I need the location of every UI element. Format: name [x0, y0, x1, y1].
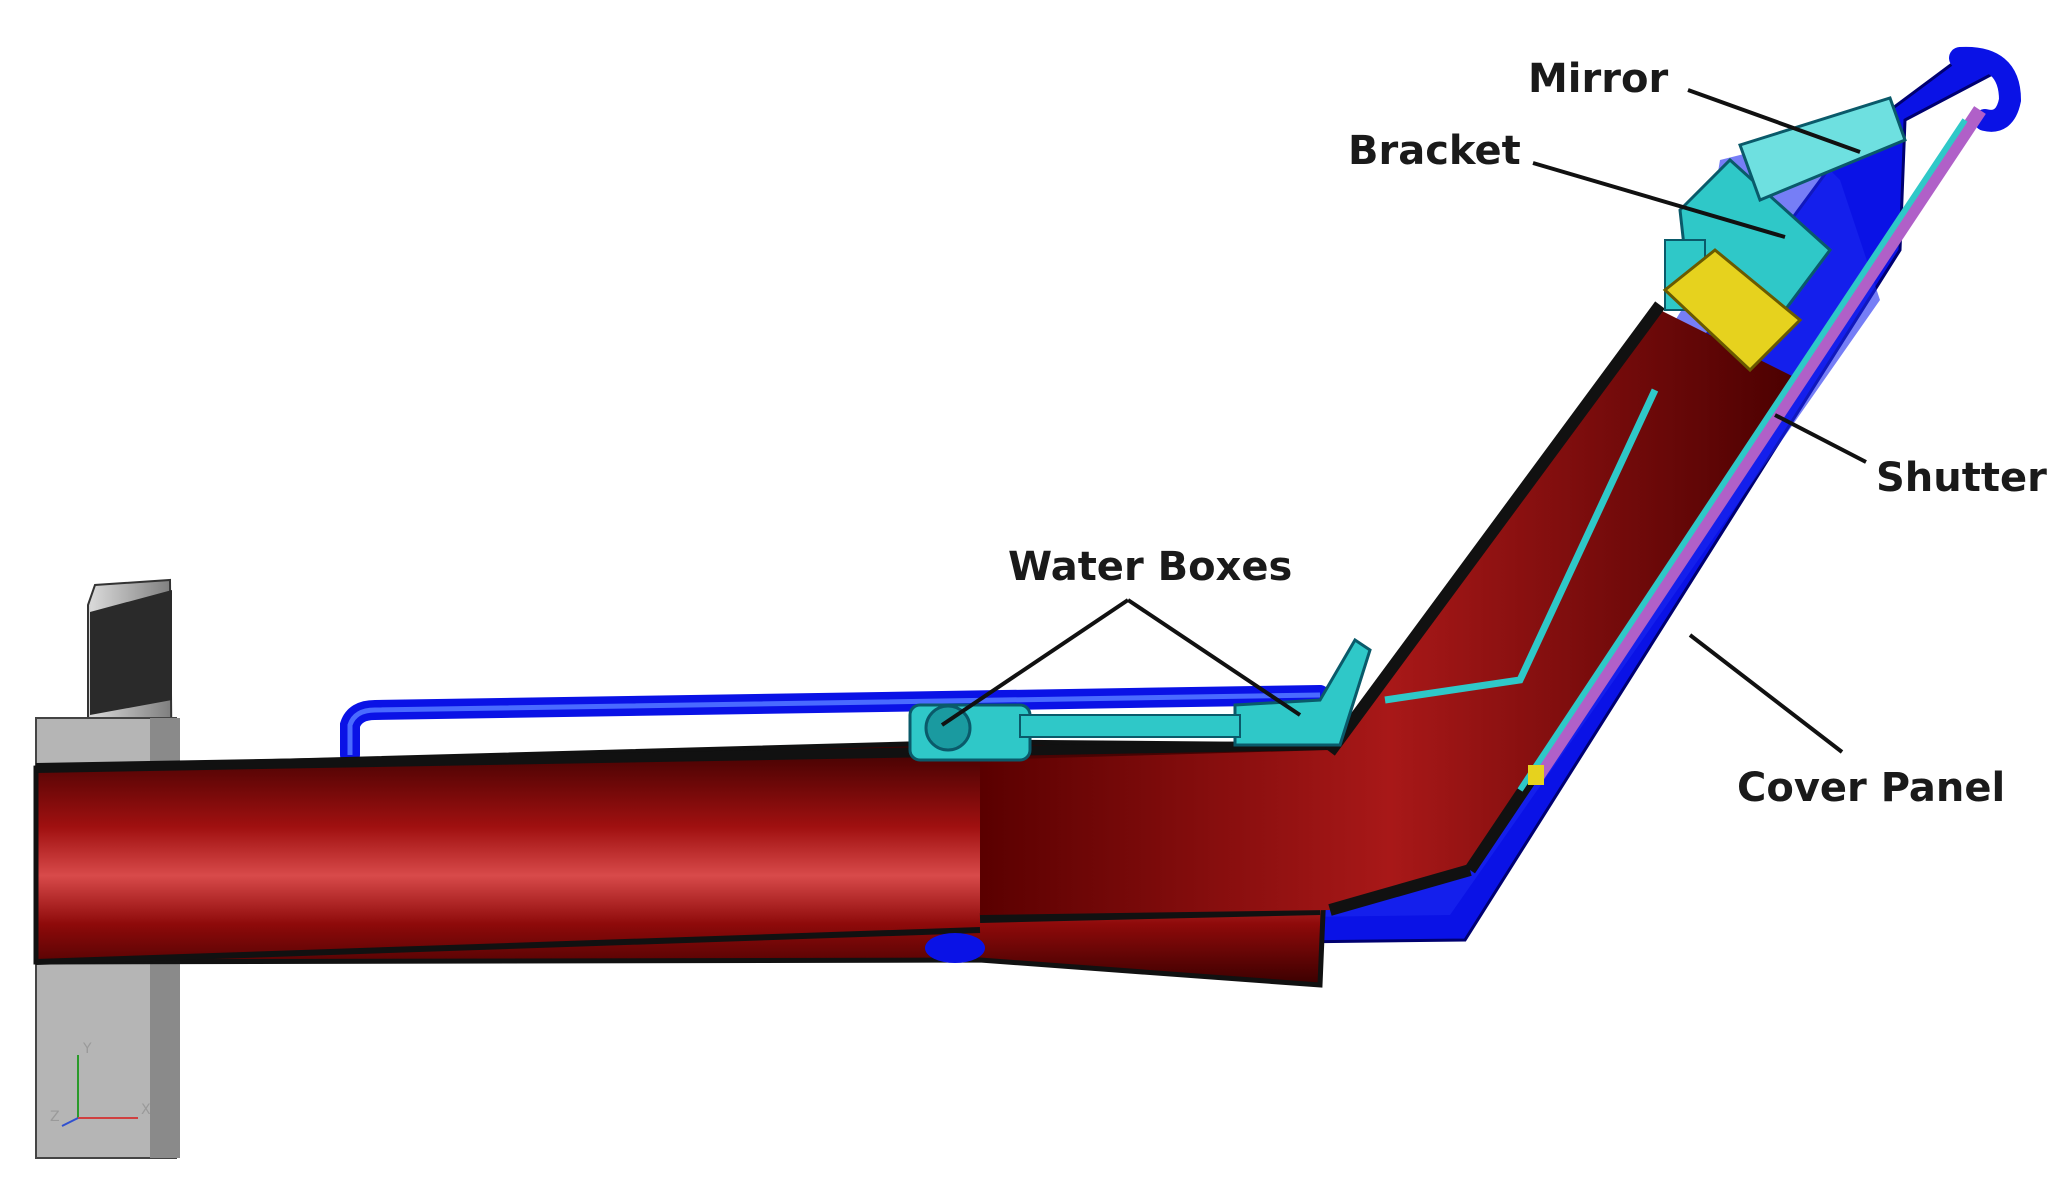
- axis-x-label: X: [141, 1102, 151, 1118]
- water-box-right: [1019, 637, 1372, 747]
- leader-lines: [940, 88, 1867, 754]
- axis-z-label: Z: [50, 1109, 60, 1125]
- water-pipe: [340, 685, 1330, 765]
- water-box-left: [908, 703, 1032, 762]
- axis-y-label: Y: [82, 1041, 92, 1057]
- leader-mirror: [1687, 88, 1861, 154]
- leader-shutter: [1774, 413, 1867, 464]
- rising-tube: [980, 301, 1800, 916]
- leader-water-box-right: [1126, 598, 1302, 717]
- label-bracket: Bracket: [1348, 128, 1521, 174]
- shutter: [1517, 106, 1986, 792]
- bottom-port: [925, 933, 985, 963]
- label-water-boxes: Water Boxes: [1008, 544, 1292, 590]
- label-shutter: Shutter: [1876, 455, 2047, 501]
- leader-water-box-left: [940, 598, 1130, 727]
- leader-cover-panel: [1688, 633, 1844, 754]
- label-mirror: Mirror: [1528, 56, 1668, 102]
- label-cover-panel: Cover Panel: [1737, 765, 2005, 811]
- leader-bracket: [1532, 161, 1786, 239]
- mirror-block: [1662, 248, 1803, 373]
- mirror: [1738, 96, 1907, 202]
- axis-triad: Y X Z: [50, 1041, 151, 1127]
